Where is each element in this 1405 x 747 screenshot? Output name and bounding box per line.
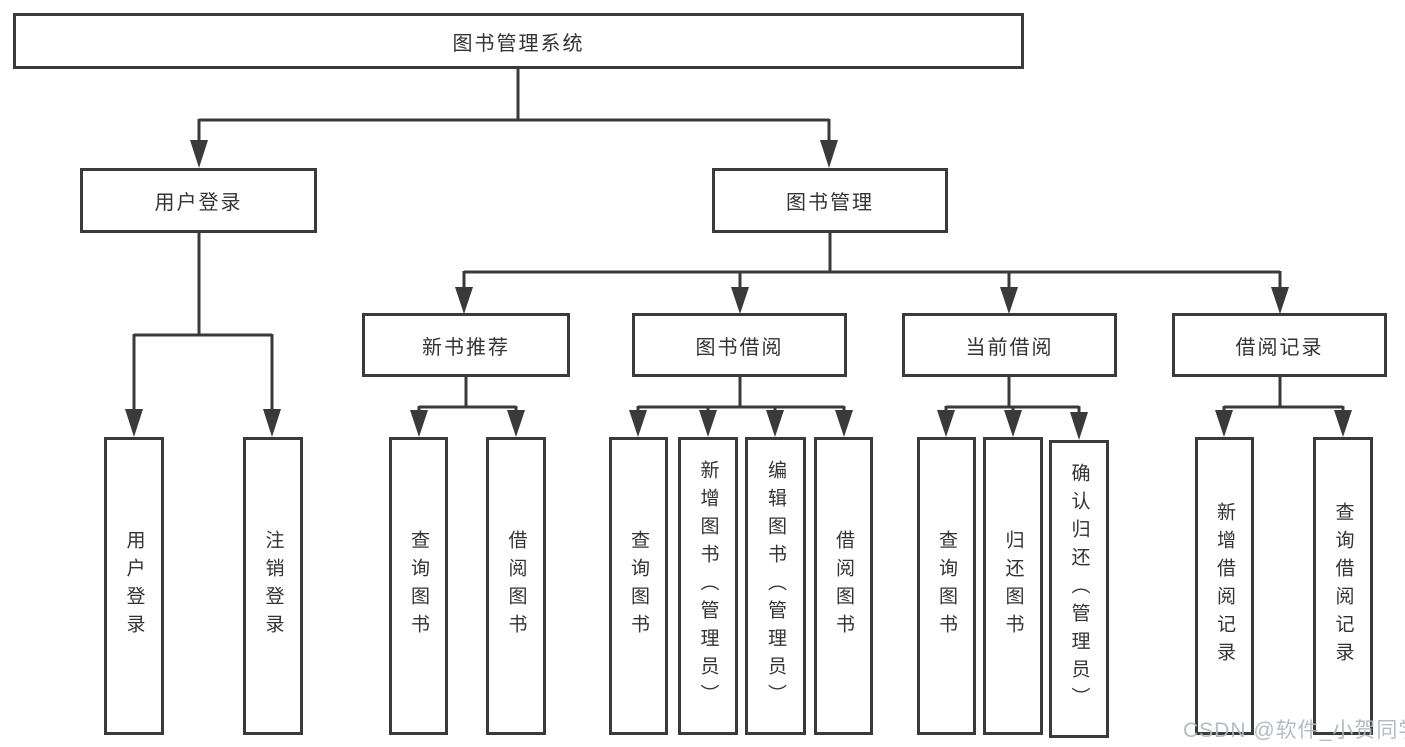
- leaf-logout-label: 注销登录: [262, 530, 284, 642]
- leaf-borrow-borrow-books-label: 借阅图书: [833, 530, 854, 642]
- leaf-current-confirm-return-admin-label: 确认归还（管理员）: [1068, 463, 1090, 715]
- leaf-user-login: 用户登录: [104, 437, 164, 735]
- connector-bookmgmt-to-l3: [462, 233, 1282, 290]
- leaf-current-confirm-return-admin: 确认归还（管理员）: [1049, 440, 1109, 738]
- leaf-current-return-books-label: 归还图书: [1002, 530, 1024, 642]
- node-user-login: 用户登录: [80, 168, 317, 233]
- node-root: 图书管理系统: [13, 13, 1024, 69]
- leaf-records-query-record: 查询借阅记录: [1313, 437, 1373, 735]
- node-new-book-recommend-label: 新书推荐: [422, 336, 510, 359]
- connector-newbook-to-leaves: [417, 377, 518, 414]
- leaf-borrow-edit-books-admin-label: 编辑图书（管理员）: [765, 460, 786, 712]
- leaf-borrow-add-books-admin: 新增图书（管理员）: [678, 437, 738, 735]
- node-book-management: 图书管理: [712, 168, 948, 233]
- node-borrow-records-label: 借阅记录: [1235, 336, 1324, 359]
- leaf-current-query-books-label: 查询图书: [936, 530, 957, 642]
- node-new-book-recommend: 新书推荐: [362, 313, 570, 377]
- leaf-records-add-record-label: 新增借阅记录: [1214, 502, 1235, 670]
- node-current-borrow-label: 当前借阅: [965, 336, 1054, 359]
- node-current-borrow: 当前借阅: [902, 313, 1117, 377]
- leaf-newbook-borrow-books: 借阅图书: [486, 437, 546, 735]
- leaf-current-query-books: 查询图书: [917, 437, 976, 735]
- leaf-borrow-query-books-label: 查询图书: [628, 530, 649, 642]
- arrowheads: [125, 140, 1352, 440]
- leaf-records-query-record-label: 查询借阅记录: [1332, 502, 1354, 670]
- connector-root-to-l2: [197, 69, 831, 146]
- node-user-login-label: 用户登录: [154, 192, 243, 214]
- leaf-borrow-add-books-admin-label: 新增图书（管理员）: [697, 460, 719, 712]
- leaf-user-login-label: 用户登录: [123, 530, 145, 642]
- leaf-records-add-record: 新增借阅记录: [1195, 437, 1254, 735]
- leaf-borrow-edit-books-admin: 编辑图书（管理员）: [745, 437, 806, 735]
- watermark: CSDN @软件_小贺同学: [1183, 719, 1405, 742]
- connector-login-to-leaves: [132, 233, 274, 414]
- node-book-management-label: 图书管理: [786, 192, 874, 214]
- leaf-borrow-query-books: 查询图书: [609, 437, 668, 735]
- node-root-label: 图书管理系统: [452, 32, 585, 55]
- leaf-newbook-borrow-books-label: 借阅图书: [505, 530, 527, 642]
- connector-borrow-to-leaves: [636, 377, 846, 414]
- node-book-borrow-label: 图书借阅: [695, 336, 784, 359]
- leaf-newbook-query-books-label: 查询图书: [408, 530, 429, 642]
- leaf-newbook-query-books: 查询图书: [389, 437, 448, 735]
- connector-records-to-leaves: [1222, 377, 1345, 414]
- node-borrow-records: 借阅记录: [1172, 313, 1387, 377]
- connector-current-to-leaves: [944, 377, 1081, 414]
- leaf-logout: 注销登录: [243, 437, 303, 735]
- node-book-borrow: 图书借阅: [632, 313, 847, 377]
- leaf-borrow-borrow-books: 借阅图书: [814, 437, 873, 735]
- leaf-current-return-books: 归还图书: [983, 437, 1043, 735]
